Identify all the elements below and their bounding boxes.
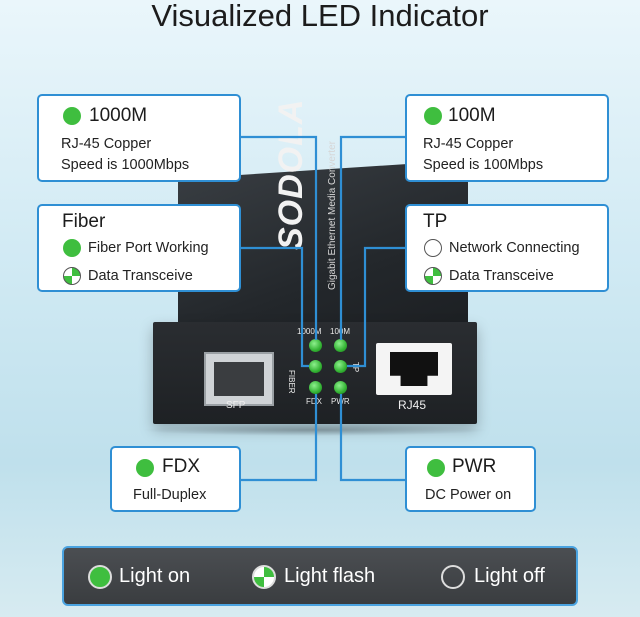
indicator-flash-icon — [424, 267, 442, 285]
led-label-fdx: FDX — [306, 397, 322, 406]
sfp-cage — [214, 362, 264, 396]
indicator-flash-icon — [63, 267, 81, 285]
indicator-off-icon — [424, 239, 442, 257]
callout-heading: FDX — [162, 456, 200, 477]
indicator-on-icon — [63, 107, 81, 125]
callout-heading: 1000M — [89, 105, 148, 126]
rj45-label: RJ45 — [398, 398, 427, 412]
callout-heading: PWR — [452, 456, 497, 477]
led-fiber — [309, 360, 322, 373]
callout-line: DC Power on — [425, 487, 512, 503]
callout-pwr: PWR DC Power on — [405, 446, 536, 512]
callout-line: Data Transceive — [449, 268, 554, 284]
indicator-on-icon — [63, 239, 81, 257]
indicator-on-icon — [427, 459, 445, 477]
legend: Light on Light flash Light off — [62, 546, 578, 606]
callout-line: RJ-45 Copper — [423, 136, 514, 152]
callout-fiber: Fiber Fiber Port Working Data Transceive — [37, 204, 241, 292]
callout-tp: TP Network Connecting Data Transceive — [405, 204, 609, 292]
indicator-on-icon — [136, 459, 154, 477]
page-title: Visualized LED Indicator — [151, 0, 489, 33]
callout-1000m: 1000M RJ-45 Copper Speed is 1000Mbps — [37, 94, 241, 182]
legend-off-label: Light off — [474, 565, 545, 587]
callout-line: RJ-45 Copper — [61, 136, 152, 152]
callout-100m: 100M RJ-45 Copper Speed is 100Mbps — [405, 94, 609, 182]
callout-line: Fiber Port Working — [88, 240, 209, 256]
sfp-port — [204, 352, 274, 406]
callout-line: Speed is 100Mbps — [423, 157, 544, 173]
callout-line: Speed is 1000Mbps — [61, 157, 190, 173]
led-label-1000m: 1000M — [297, 327, 322, 336]
callout-line: Network Connecting — [449, 240, 580, 256]
led-1000m — [309, 339, 322, 352]
rj45-port — [376, 343, 452, 395]
callout-line: Full-Duplex — [133, 487, 207, 503]
legend-on-icon — [88, 565, 112, 589]
callout-heading: Fiber — [62, 211, 106, 232]
legend-off-icon — [441, 565, 465, 589]
legend-on-label: Light on — [119, 565, 191, 587]
callout-heading: TP — [423, 211, 448, 232]
led-100m — [334, 339, 347, 352]
callout-line: Data Transceive — [88, 268, 193, 284]
legend-flash-icon — [252, 565, 276, 589]
led-tp — [334, 360, 347, 373]
legend-flash-label: Light flash — [284, 565, 376, 587]
led-pwr — [334, 381, 347, 394]
callout-fdx: FDX Full-Duplex — [110, 446, 241, 512]
callout-heading: 100M — [448, 105, 496, 126]
led-fdx — [309, 381, 322, 394]
sfp-label: SFP — [226, 400, 246, 411]
indicator-on-icon — [424, 107, 442, 125]
